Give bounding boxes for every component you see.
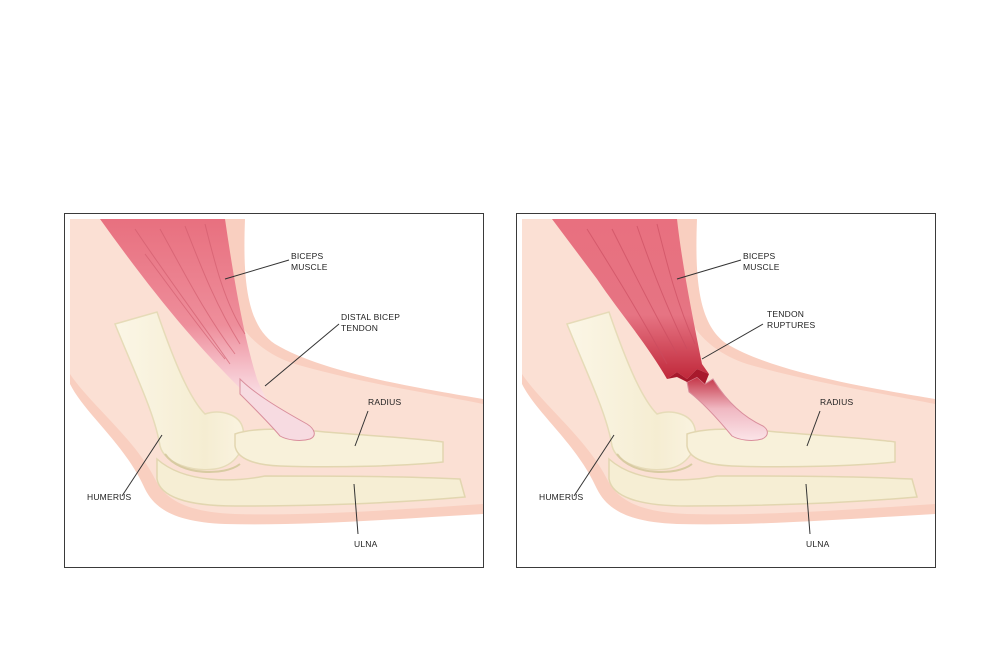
leader-lines — [121, 259, 369, 535]
label-biceps-line1: BICEPS — [743, 251, 776, 261]
panel-ruptured-tendon: BICEPS MUSCLE TENDON RUPTURES RADIUS HUM… — [516, 213, 936, 568]
humerus-bone — [565, 311, 697, 471]
label-biceps-line2: MUSCLE — [743, 262, 780, 272]
label-tendon-line1: DISTAL BICEP — [341, 312, 400, 322]
label-biceps-line2: MUSCLE — [291, 262, 328, 272]
label-tendon-line2: TENDON — [341, 323, 378, 333]
elbow-diagram-normal: BICEPS MUSCLE DISTAL BICEP TENDON RADIUS… — [70, 219, 483, 549]
humerus-bone — [113, 311, 245, 471]
rupture-tear — [667, 369, 709, 384]
biceps-muscle — [552, 219, 709, 379]
label-ulna: ULNA — [806, 539, 830, 549]
biceps-muscle — [100, 219, 275, 412]
ulna-bone — [608, 457, 918, 507]
elbow-diagram-ruptured: BICEPS MUSCLE TENDON RUPTURES RADIUS HUM… — [522, 219, 935, 549]
joint-capsule — [164, 453, 241, 473]
label-biceps-line1: BICEPS — [291, 251, 324, 261]
label-radius: RADIUS — [820, 397, 853, 407]
label-tendon-line2: RUPTURES — [767, 320, 815, 330]
muscle-fibers — [134, 223, 246, 365]
label-ulna: ULNA — [354, 539, 378, 549]
distal-bicep-tendon — [239, 377, 315, 441]
ruptured-tendon-stump — [686, 376, 768, 441]
leader-lines — [573, 259, 821, 535]
label-radius: RADIUS — [368, 397, 401, 407]
ulna-bone — [156, 457, 466, 507]
label-humerus: HUMERUS — [539, 492, 584, 502]
panel-normal-tendon: BICEPS MUSCLE DISTAL BICEP TENDON RADIUS… — [64, 213, 484, 568]
muscle-fibers — [586, 223, 696, 365]
label-humerus: HUMERUS — [87, 492, 132, 502]
joint-capsule — [616, 453, 693, 473]
label-tendon-line1: TENDON — [767, 309, 804, 319]
